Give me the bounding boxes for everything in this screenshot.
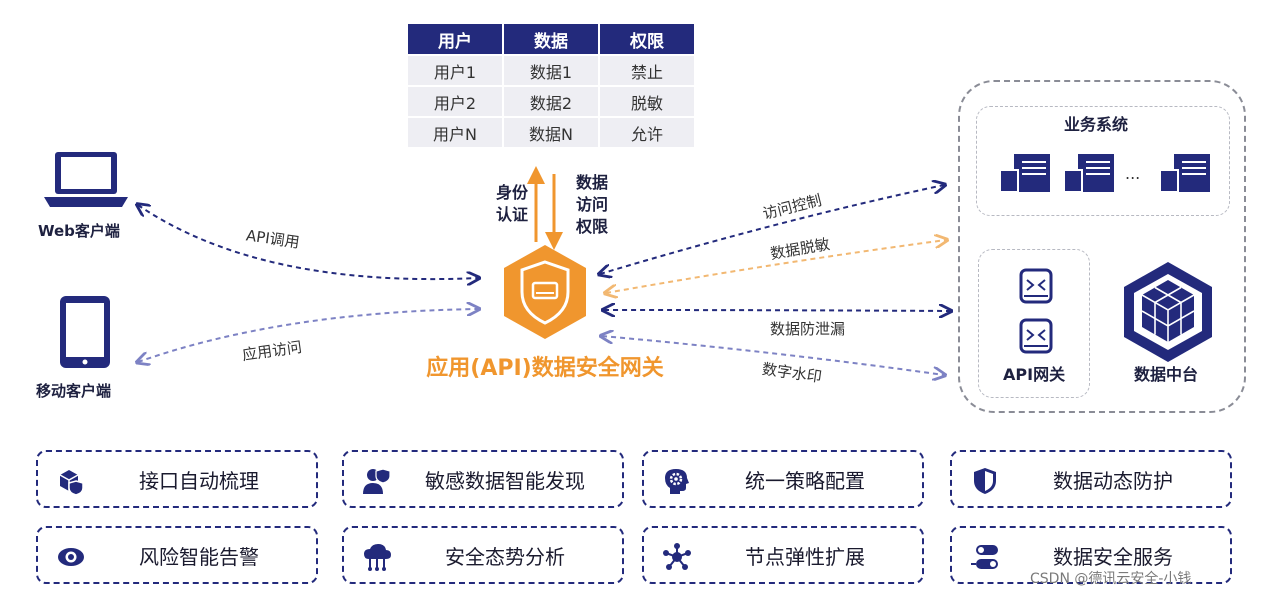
business-system-label: 业务系统 [1064, 115, 1129, 134]
ellipsis: ... [1125, 164, 1141, 183]
table-cell: 禁止 [600, 56, 694, 85]
interface-cube-shield-icon [59, 470, 84, 496]
feature-security-posture: 安全态势分析 [342, 526, 624, 584]
mobile-client-label: 移动客户端 [36, 382, 112, 400]
eye-icon [58, 548, 84, 566]
feature-node-scaling: 节点弹性扩展 [642, 526, 924, 584]
table-row: 用户1 数据1 禁止 [408, 56, 694, 85]
table-cell: 用户1 [408, 56, 502, 85]
table-header: 权限 [600, 24, 694, 54]
data-platform-cube-icon [1124, 262, 1212, 362]
server-icon [1159, 154, 1210, 193]
table-cell: 数据2 [504, 87, 598, 116]
table-cell: 脱敏 [600, 87, 694, 116]
table-header-row: 用户 数据 权限 [408, 24, 694, 54]
feature-label: 统一策略配置 [745, 468, 865, 493]
table-cell: 用户N [408, 118, 502, 147]
business-system-box [976, 106, 1230, 216]
feature-label: 数据动态防护 [1053, 468, 1173, 493]
watermark: CSDN @德讯云安全-小钱 [1030, 571, 1192, 587]
digital-watermark-arrow [602, 336, 944, 375]
data-access-permission-label: 数据 访问 权限 [576, 172, 608, 238]
api-call-arrow [138, 205, 478, 279]
feature-dynamic-protection: 数据动态防护 [950, 450, 1232, 508]
feature-sensitive-data-discovery: 敏感数据智能发现 [342, 450, 624, 508]
table-row: 用户N 数据N 允许 [408, 118, 694, 147]
node-network-icon [663, 543, 691, 570]
mobile-phone-icon [60, 296, 110, 368]
table-cell: 数据1 [504, 56, 598, 85]
user-shield-icon [363, 468, 391, 494]
permission-line: 权限 [576, 217, 609, 236]
right-region-container [958, 80, 1246, 413]
data-masking-arrow [606, 240, 946, 293]
permission-line: 数据 [576, 173, 609, 192]
gateway-device-icon [1019, 268, 1053, 304]
api-gateway-box [978, 249, 1090, 398]
app-access-arrow [138, 309, 478, 362]
gateway-device-icon [1019, 318, 1053, 354]
cloud-network-icon [364, 544, 391, 571]
feature-risk-alert: 风险智能告警 [36, 526, 318, 584]
feature-interface-sorting: 接口自动梳理 [36, 450, 318, 508]
permission-table: 用户 数据 权限 用户1 数据1 禁止 用户2 数据2 脱敏 用户N 数据N 允… [406, 22, 696, 149]
feature-label: 数据安全服务 [1053, 544, 1173, 569]
server-icon [999, 154, 1050, 193]
identity-auth-line: 身份 [496, 183, 529, 202]
table-row: 用户2 数据2 脱敏 [408, 87, 694, 116]
feature-data-security-service: 数据安全服务 [950, 526, 1232, 584]
identity-auth-label: 身份 认证 [496, 182, 528, 226]
identity-auth-line: 认证 [496, 205, 529, 224]
gateway-shield-icon [504, 245, 586, 339]
web-client-label: Web客户端 [38, 222, 120, 240]
table-cell: 允许 [600, 118, 694, 147]
feature-unified-policy: 统一策略配置 [642, 450, 924, 508]
table-header: 数据 [504, 24, 598, 54]
laptop-icon [44, 152, 128, 207]
toggle-service-icon [971, 545, 998, 569]
table-header: 用户 [408, 24, 502, 54]
table-cell: 数据N [504, 118, 598, 147]
shield-icon [974, 468, 996, 494]
feature-label: 安全态势分析 [445, 544, 565, 569]
table-cell: 用户2 [408, 87, 502, 116]
head-gear-icon [665, 469, 689, 494]
data-platform-label: 数据中台 [1134, 365, 1199, 384]
server-icon [1063, 154, 1114, 193]
feature-label: 敏感数据智能发现 [425, 468, 585, 493]
data-leak-prevention-label: 数据防泄漏 [770, 320, 846, 338]
permission-line: 访问 [576, 195, 609, 214]
api-gateway-label: API网关 [1003, 365, 1066, 384]
feature-label: 节点弹性扩展 [745, 544, 865, 569]
gateway-title: 应用(API)数据安全网关 [426, 356, 664, 381]
feature-label: 风险智能告警 [139, 544, 259, 569]
data-leak-prevention-arrow [604, 310, 950, 311]
feature-label: 接口自动梳理 [139, 468, 259, 493]
